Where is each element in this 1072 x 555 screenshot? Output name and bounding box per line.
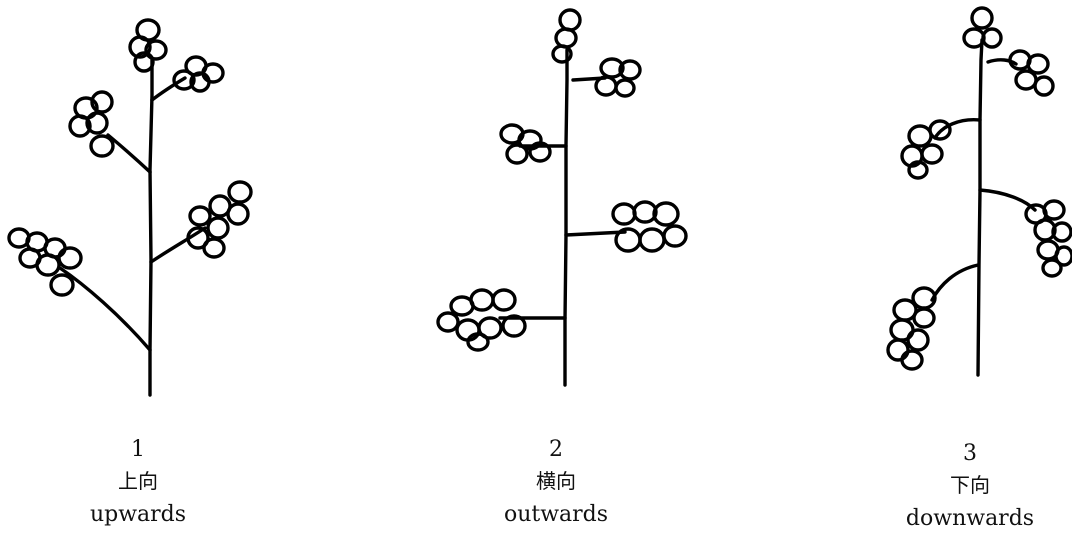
- panel-3-caption: 3 下向 downwards: [860, 440, 1072, 536]
- panel-downwards-drawing: [886, 6, 1072, 377]
- main-stem: [148, 56, 154, 397]
- panel-upwards-drawing: [7, 18, 253, 397]
- panel-number: 1: [131, 437, 145, 462]
- flower-cluster: [172, 55, 225, 93]
- flower-cluster: [7, 227, 83, 297]
- flower-cluster: [551, 8, 582, 64]
- flower-cluster: [499, 123, 552, 165]
- panel-2-caption: 2 横向 outwards: [446, 436, 666, 532]
- flower-cluster: [611, 200, 688, 253]
- panel-label-jp: 横向: [536, 469, 576, 493]
- main-stem: [563, 48, 569, 387]
- flower-cluster: [1008, 49, 1055, 97]
- flower-cluster: [436, 288, 527, 352]
- panel-label-jp: 下向: [950, 473, 990, 497]
- flower-cluster: [186, 180, 253, 259]
- flower-cluster: [68, 90, 115, 158]
- flower-cluster: [594, 57, 642, 98]
- branch: [564, 230, 627, 237]
- flower-cluster: [128, 18, 168, 73]
- branch: [933, 118, 982, 140]
- panel-1-caption: 1 上向 upwards: [28, 436, 248, 532]
- branch: [58, 266, 152, 352]
- flower-cluster: [886, 286, 937, 371]
- branch: [978, 188, 1037, 212]
- branch: [149, 226, 207, 264]
- panel-label-en: downwards: [905, 506, 1035, 531]
- flower-cluster: [962, 6, 1003, 49]
- branch: [106, 133, 152, 174]
- branch: [986, 58, 1018, 66]
- panel-label-en: upwards: [89, 502, 187, 527]
- panel-number: 2: [549, 437, 563, 462]
- panel-label-en: outwards: [503, 502, 609, 527]
- flower-cluster: [900, 119, 952, 180]
- panel-label-jp: 上向: [118, 469, 158, 493]
- branch: [150, 76, 187, 102]
- panel-number: 3: [963, 441, 977, 466]
- main-stem: [976, 38, 984, 377]
- panel-outwards-drawing: [436, 8, 688, 387]
- flower-cluster: [1024, 199, 1072, 278]
- branch: [930, 263, 980, 302]
